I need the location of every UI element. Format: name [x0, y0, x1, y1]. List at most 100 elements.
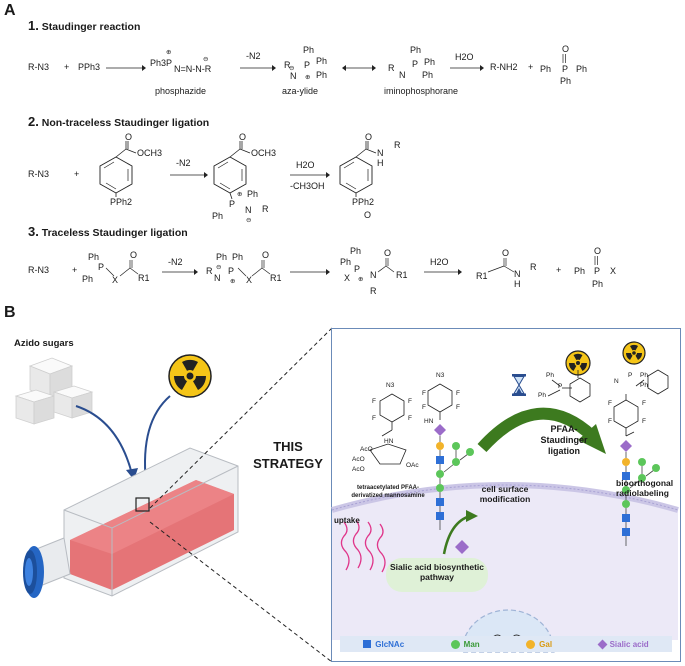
section-1-number: 1. [28, 18, 39, 33]
tppo-double-bond [562, 54, 566, 63]
row2-product-ring [339, 141, 377, 197]
row2-prod-o: O [365, 132, 373, 142]
row3-prod-r: R [530, 262, 537, 272]
row3-int2-n: N [370, 270, 377, 280]
row2-plus: + [74, 169, 80, 179]
row2-meoh: -CH3OH [290, 181, 325, 191]
row2-intermediate-ring [213, 141, 251, 200]
row3-int-r1: R1 [270, 273, 282, 283]
reagent-ph-2: Ph [538, 392, 546, 399]
chain1-f-4: F [456, 404, 460, 411]
row2-int-minus: ⊖ [246, 217, 252, 224]
row2-arrow-2 [290, 172, 330, 178]
row3-reagent-p: P [98, 262, 105, 272]
row3-reagent-ph-top: Ph [88, 252, 100, 262]
phosphazide-minus-charge: ⊖ [203, 56, 209, 63]
row2-int-r: R [262, 204, 269, 214]
mannosamine-f-1: F [372, 398, 376, 405]
row2-reagent-o: O [125, 132, 133, 142]
row3-plus-1: + [72, 265, 78, 275]
legend-item-sialic: Sialic acid [597, 639, 649, 649]
legend-item-glcnac: GlcNAc [363, 640, 404, 649]
row1-amine: R-NH2 [490, 62, 518, 72]
chain2-f-2: F [642, 400, 646, 407]
row3-int2-bonds [377, 258, 395, 273]
row3-azide: R-N3 [28, 265, 50, 275]
row2-reagent-ester: OCH3 [137, 148, 163, 158]
row3-int2-ph-mid: Ph [340, 257, 352, 267]
row3-int2-plus: ⊕ [358, 276, 364, 283]
row3-prod-o: O [502, 248, 510, 258]
section-3-number: 3. [28, 224, 39, 239]
glcnac-square-icon [363, 640, 372, 648]
this-strategy-label: THIS STRATEGY [253, 439, 323, 471]
row3-reagent-x: X [112, 275, 119, 285]
chain2-n: N [614, 378, 619, 385]
tppo-ph-left: Ph [540, 64, 552, 74]
cell-membrane [331, 482, 679, 640]
tppo-ph-bottom: Ph [560, 76, 572, 86]
row2-azide: R-N3 [28, 169, 50, 179]
mannosamine-structure [369, 393, 407, 465]
pathway-arrow [442, 510, 478, 555]
row3-minus-n2: -N2 [168, 257, 183, 267]
row3-int2-r1: R1 [396, 270, 408, 280]
cell-culture-flask [23, 447, 239, 598]
uptake-label: uptake [334, 516, 360, 525]
row1-plus-2: + [528, 62, 534, 72]
hourglass-icon [512, 374, 526, 396]
row3-int2-x: X [344, 273, 351, 283]
ligation-arrow [477, 407, 606, 454]
mannosamine-n3: N3 [386, 382, 395, 389]
row1-minus-n2: -N2 [246, 51, 261, 61]
row3-int2-o: O [384, 248, 392, 258]
mannosamine-f-2: F [408, 398, 412, 405]
imino-ph-right: Ph [424, 57, 436, 67]
row3-int-p: P [228, 266, 235, 276]
row3-prod-n: N [514, 269, 521, 279]
row3-reagent-r1: R1 [138, 273, 150, 283]
imino-n: N [399, 70, 406, 80]
row2-prod-r: R [394, 140, 401, 150]
radiolabel-top-icon [622, 341, 646, 365]
row3-h2o: H2O [430, 257, 449, 267]
reagent-p: P [558, 383, 563, 390]
legend-label-man: Man [463, 639, 480, 649]
row1-arrow-3 [450, 65, 484, 71]
row1-arrow-1 [106, 65, 146, 71]
row1-azide: R-N3 [28, 62, 50, 72]
row2-int-n: N [245, 205, 252, 215]
section-2-title: 2. Non-traceless Staudinger ligation [28, 114, 209, 129]
chain2-ph-1: Ph [640, 372, 648, 379]
imino-ph-bottom: Ph [422, 70, 434, 80]
row3-int-plus: ⊕ [230, 278, 236, 285]
glycan-chain-2 [613, 369, 669, 546]
row2-prod-po: O [364, 210, 372, 220]
row1-resonance-arrow [342, 65, 376, 71]
tetraacetylated-label: tetraacetylated PFAA-derivatized mannosa… [351, 485, 425, 499]
aza-ylide-minus: ⊖ [289, 65, 295, 72]
row2-arrow-1 [170, 172, 208, 178]
section-3-label: Traceless Staudinger ligation [41, 227, 188, 239]
imino-ph-top: Ph [410, 45, 422, 55]
row2-reagent-ring [99, 141, 137, 197]
row3-reagent-bonds [105, 260, 139, 277]
row3-po-ph-bottom: Ph [592, 279, 604, 289]
reagent-ph-1: Ph [546, 372, 554, 379]
row3-arrow-1 [162, 269, 198, 275]
legend-label-glcnac: GlcNAc [375, 639, 405, 649]
chain1-hn: HN [424, 418, 434, 425]
aza-ylide-label: aza-ylide [282, 86, 319, 96]
row3-int-bonds [237, 260, 271, 277]
row3-int2-r: R [370, 286, 377, 296]
chain2-ph-2: Ph [640, 382, 648, 389]
panel-b-letter: B [4, 304, 16, 321]
mannosamine-aco-3: AcO [352, 466, 365, 473]
row1-h2o: H2O [455, 52, 474, 62]
aza-ylide-plus: ⊕ [305, 74, 311, 81]
gal-circle-icon [526, 639, 536, 649]
cell-surface-label: cell surface modification [479, 484, 531, 504]
mannosamine-aco-2: AcO [352, 456, 365, 463]
imino-r: R [388, 63, 395, 73]
row3-po-ph-left: Ph [574, 266, 586, 276]
